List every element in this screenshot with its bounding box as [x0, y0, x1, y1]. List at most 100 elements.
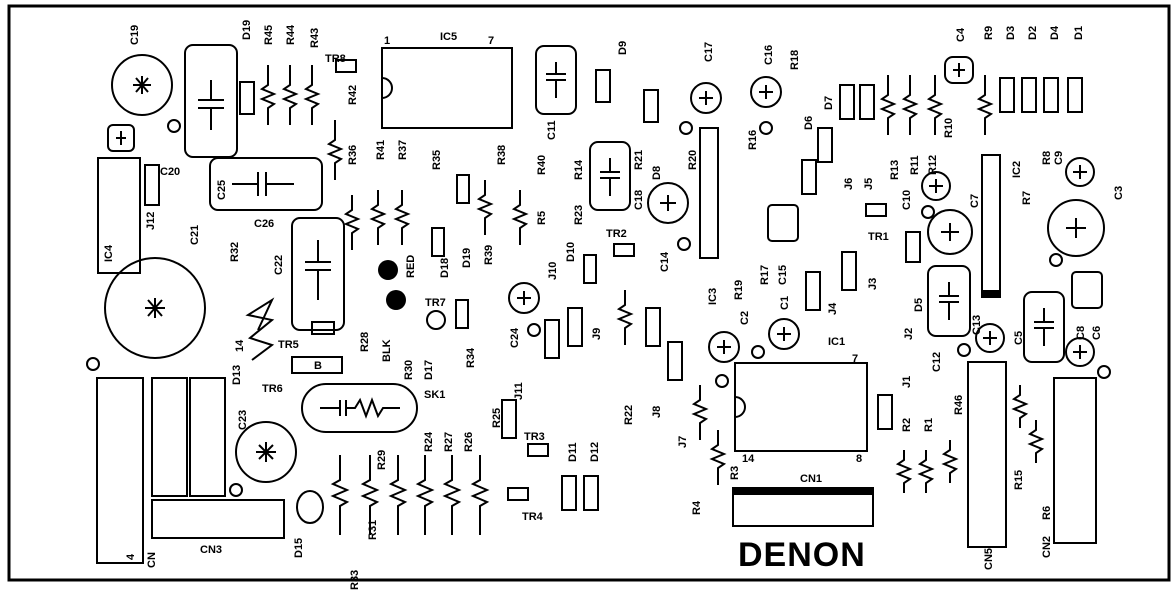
label-r46: R46 — [953, 395, 965, 415]
transistor-tr7 — [426, 310, 446, 330]
label-r32: R32 — [229, 242, 241, 262]
jumper-j4 — [805, 271, 821, 311]
cn-block-b — [189, 377, 226, 497]
jumper-j10 — [544, 319, 560, 359]
label-c1: C1 — [779, 296, 791, 310]
label-r30: R30 — [403, 360, 415, 380]
label-ic5-pin7: 7 — [488, 35, 494, 47]
label-r39: R39 — [483, 245, 495, 265]
transistor-tr4 — [507, 487, 529, 501]
label-c7: C7 — [969, 194, 981, 208]
diode-d9 — [595, 69, 611, 103]
jumper-j6 — [801, 159, 817, 195]
ic2-bottom-bar — [982, 290, 1000, 297]
diode-row-d1-d4 — [999, 77, 1083, 113]
label-r22: R22 — [623, 405, 635, 425]
label-d9: D9 — [617, 41, 629, 55]
label-r23: R23 — [573, 205, 585, 225]
label-j1: J1 — [901, 376, 913, 388]
connector-cn2 — [1053, 377, 1097, 544]
label-j8: J8 — [651, 406, 663, 418]
cn-block-a — [151, 377, 188, 497]
capacitor-c14 — [647, 182, 689, 224]
label-c13: C13 — [971, 315, 983, 335]
label-r9: R9 — [983, 26, 995, 40]
capacitor-c26 — [209, 157, 323, 211]
label-d16: D17 — [423, 360, 435, 380]
label-r20: R20 — [687, 150, 699, 170]
label-r5: R5 — [536, 211, 548, 225]
jumper-j12 — [144, 164, 160, 206]
label-cn1: CN1 — [800, 473, 822, 485]
label-c5: C5 — [1013, 331, 1025, 345]
transistor-tr3 — [527, 443, 549, 457]
capacitor-c4 — [944, 56, 974, 84]
label-ic3: IC3 — [707, 288, 719, 305]
label-j5: J5 — [863, 178, 875, 190]
label-c19: C19 — [129, 25, 141, 45]
jumper-j5 — [859, 84, 875, 120]
label-r8: R8 — [1041, 151, 1053, 165]
jumper-b — [291, 356, 343, 374]
label-tr3: TR3 — [524, 431, 545, 443]
capacitor-c2 — [708, 331, 740, 363]
transistor-tr2 — [613, 243, 635, 257]
label-d12: D12 — [589, 442, 601, 462]
label-c2: C2 — [739, 311, 751, 325]
ground-marks — [86, 119, 1111, 497]
capacitor-c5 — [1023, 291, 1065, 363]
label-cn3: CN3 — [200, 544, 222, 556]
label-r28: R28 — [359, 332, 371, 352]
label-c22: C22 — [273, 255, 285, 275]
label-r24: R24 — [423, 431, 435, 452]
capacitor-c8 — [1071, 271, 1103, 309]
diode-d19 — [239, 81, 255, 115]
label-c10: C10 — [901, 190, 913, 210]
label-c26: C26 — [254, 218, 274, 230]
diode-d7 — [839, 84, 855, 120]
label-r45: R45 — [263, 25, 275, 45]
label-c15: C15 — [777, 265, 789, 285]
label-b-jumper: B — [314, 360, 322, 372]
ic1-package — [734, 362, 868, 452]
ic5-package — [381, 47, 513, 129]
resistor-row-bottom-left — [330, 455, 490, 535]
diode-d12 — [583, 475, 599, 511]
label-tr8: TR8 — [325, 53, 346, 65]
diode-d16 — [455, 299, 469, 329]
diode-d15 — [296, 490, 324, 524]
label-j11: J11 — [513, 382, 525, 400]
label-r16: R16 — [747, 130, 759, 150]
label-c3: C3 — [1113, 186, 1125, 200]
transistor-tr5 — [311, 321, 335, 335]
label-j12: J12 — [145, 212, 157, 230]
label-r44: R44 — [285, 24, 297, 45]
label-r18: R18 — [789, 50, 801, 70]
diode-d8 — [643, 89, 659, 123]
transistor-tr1 — [865, 203, 887, 217]
wire-pad-blk — [386, 290, 406, 310]
label-r29: R29 — [376, 450, 388, 470]
label-ic1-pin7: 7 — [852, 353, 858, 365]
label-r13: R13 — [889, 160, 901, 180]
brand-logo: DENON — [738, 536, 866, 574]
board-outline — [7, 4, 1171, 582]
label-j3: J3 — [867, 278, 879, 290]
label-r31: R31 — [367, 520, 379, 540]
label-14-a: 14 — [234, 339, 246, 352]
capacitor-c3 — [1047, 199, 1105, 257]
jumper-j8 — [645, 307, 661, 347]
label-r6: R6 — [1041, 506, 1053, 520]
label-d4: D4 — [1049, 25, 1061, 40]
label-d1: D1 — [1073, 26, 1085, 40]
label-ic4: IC4 — [103, 244, 115, 262]
diode-d11 — [561, 475, 577, 511]
label-c4: C4 — [955, 27, 967, 42]
label-c12: C12 — [931, 352, 943, 372]
label-ic2: IC2 — [1011, 161, 1023, 178]
label-r36: R36 — [347, 145, 359, 165]
label-r37: R37 — [397, 140, 409, 160]
connector-cn3 — [151, 499, 285, 539]
capacitor-c21 — [104, 257, 206, 359]
